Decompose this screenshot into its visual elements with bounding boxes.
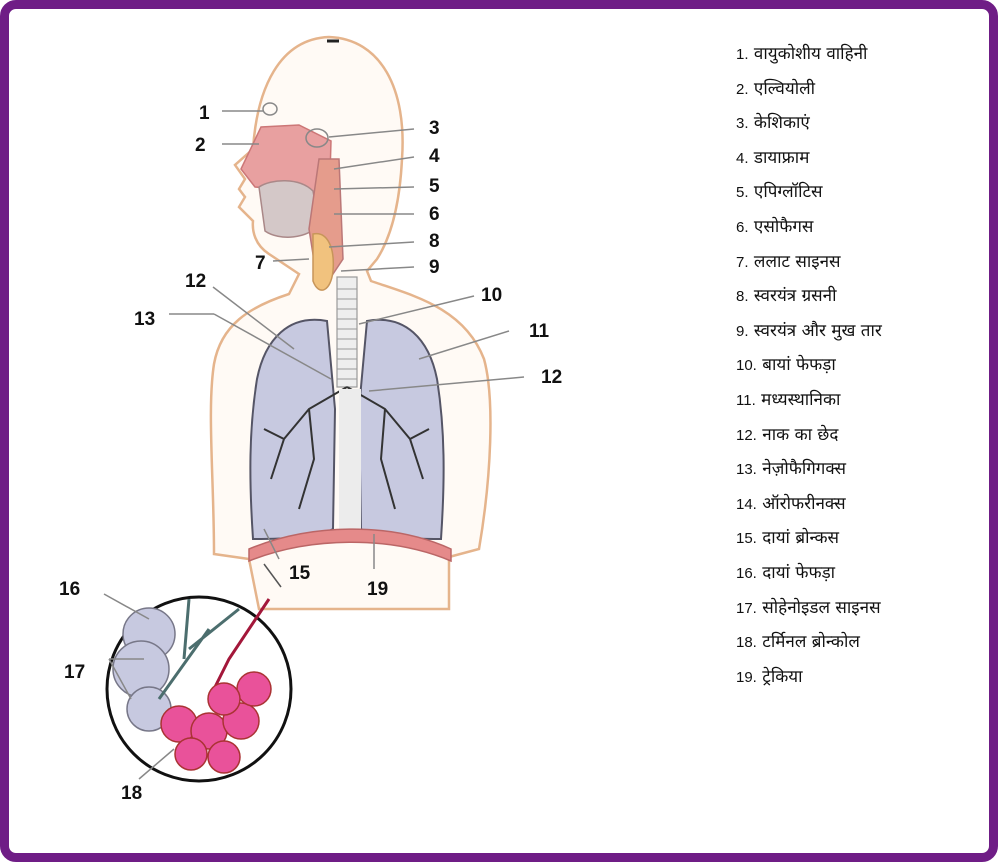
label-8: 8	[429, 231, 440, 252]
legend-item: 16. दायां फेफड़ा	[736, 556, 882, 591]
legend-item: 11. मध्यस्थानिका	[736, 383, 882, 418]
legend-item: 12. नाक का छेद	[736, 418, 882, 453]
trachea	[337, 277, 357, 387]
legend-item: 13. नेज़ोफैगिगक्स	[736, 452, 882, 487]
label-16: 16	[59, 579, 80, 600]
legend-item: 8. स्वरयंत्र ग्रसनी	[736, 279, 882, 314]
label-1: 1	[199, 103, 210, 124]
legend-item: 2. एल्वियोली	[736, 72, 882, 107]
legend-item: 6. एसोफैगस	[736, 210, 882, 245]
legend-item: 4. डायाफ्राम	[736, 141, 882, 176]
legend-item: 3. केशिकाएं	[736, 106, 882, 141]
legend-list: 1. वायुकोशीय वाहिनी 2. एल्वियोली 3. केशि…	[736, 37, 882, 694]
label-19: 19	[367, 579, 388, 600]
label-5: 5	[429, 176, 440, 197]
legend-item: 15. दायां ब्रोन्कस	[736, 521, 882, 556]
label-3: 3	[429, 118, 440, 139]
respiratory-system-diagram: 1 2 3 4 5 6 7 8 9 10 11 12 12 13 15 16 1…	[9, 9, 709, 862]
legend-item: 19. ट्रेकिया	[736, 660, 882, 695]
label-15: 15	[289, 563, 311, 584]
label-2: 2	[195, 135, 206, 156]
legend-item: 17. सोहेनोइडल साइनस	[736, 591, 882, 626]
label-6: 6	[429, 204, 440, 225]
label-13: 13	[134, 309, 155, 330]
label-9: 9	[429, 257, 440, 278]
legend-item: 5. एपिग्लॉटिस	[736, 175, 882, 210]
label-17: 17	[64, 662, 85, 683]
label-18: 18	[121, 783, 142, 804]
legend-item: 1. वायुकोशीय वाहिनी	[736, 37, 882, 72]
legend-item: 18. टर्मिनल ब्रोन्कोल	[736, 625, 882, 660]
legend-item: 9. स्वरयंत्र और मुख तार	[736, 314, 882, 349]
legend-item: 7. ललाट साइनस	[736, 245, 882, 280]
label-7: 7	[255, 253, 266, 274]
label-4: 4	[429, 146, 440, 167]
label-11: 11	[529, 321, 550, 342]
legend-item: 14. ऑरोफरीनक्स	[736, 487, 882, 522]
label-10: 10	[481, 285, 502, 306]
label-12-right: 12	[541, 367, 562, 388]
label-12-left: 12	[185, 271, 206, 292]
legend-item: 10. बायां फेफड़ा	[736, 348, 882, 383]
